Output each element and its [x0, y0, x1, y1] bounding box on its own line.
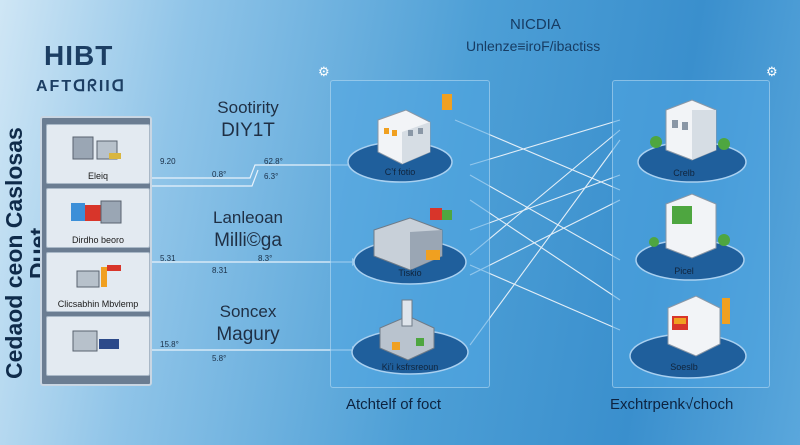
diagram-title: HIBT: [44, 40, 114, 71]
value-label: 15.8°: [160, 340, 179, 349]
group-label: Soncex: [219, 302, 277, 321]
left-column-caption: Atchtelf of foct: [346, 396, 442, 413]
connector-line: [469, 119, 621, 166]
left-panel-item: [46, 316, 150, 376]
left-panel-item: Eleiq: [46, 124, 150, 184]
disc-label: Crelb: [673, 168, 695, 178]
robot-arm-icon: [76, 265, 121, 288]
connector-line: [152, 164, 352, 179]
right-header-title: NICDIA: [510, 16, 561, 33]
disc-label: Kiʼi ksfrsreoun: [381, 362, 439, 372]
value-label: 6.3°: [264, 172, 279, 181]
connector-line: [469, 199, 621, 301]
plant-icon: [379, 299, 435, 361]
group-title: Magury: [216, 324, 280, 345]
left-panel-item: Dirdho beoro: [46, 188, 150, 248]
value-label: 62.8°: [264, 157, 283, 166]
group-title: DIY1T: [221, 120, 275, 141]
left-panel-item-label: Dirdho beoro: [71, 235, 125, 245]
connector-line: [469, 129, 621, 256]
disc-label: Cʼf fotio: [384, 167, 416, 177]
group-title: Milli©ga: [214, 230, 282, 251]
left-column-graphics: [347, 94, 469, 375]
machine-icon: [71, 200, 122, 224]
left-panel-item-label: Eleiq: [87, 171, 108, 181]
building-icon: [377, 94, 452, 165]
diagram-subtitle: AFTᗡᖇIIᗡ: [36, 78, 127, 95]
connector-line: [469, 199, 621, 276]
value-label: 8.3°: [258, 254, 273, 263]
factory-icon: [373, 208, 452, 271]
right-header-subtitle: Unlenze≡iroF/ibactiss: [466, 38, 601, 54]
connector-line: [469, 139, 621, 346]
office-icon: [650, 99, 730, 161]
billboard-icon: [649, 193, 730, 259]
group-label: Sootirity: [217, 98, 279, 117]
right-column-graphics: [629, 99, 747, 379]
settings-icon: ⚙: [766, 64, 778, 79]
value-label: 9.20: [160, 157, 176, 166]
connector-line: [469, 264, 621, 331]
value-label: 8.31: [212, 266, 228, 275]
connector-line: [152, 169, 259, 187]
value-label: 0.8°: [212, 170, 227, 179]
value-label: 5.31: [160, 254, 176, 263]
value-label: 5.8°: [212, 354, 227, 363]
group-label: Lanleoan: [213, 208, 283, 227]
device-icon: [72, 330, 119, 352]
disc-label: Tiskio: [398, 268, 422, 278]
left-panel-item: Clicsabhin Mbvlemp: [46, 252, 150, 312]
workstation-icon: [667, 295, 730, 357]
disc-label: Picel: [674, 266, 694, 276]
server-icon: [72, 136, 121, 160]
left-panel-item-label: Clicsabhin Mbvlemp: [57, 299, 139, 309]
disc-label: Soeslb: [670, 362, 698, 372]
right-column-caption: Exchtrpenk√choch: [610, 396, 734, 413]
settings-icon: ⚙: [318, 64, 330, 79]
connector-line: [469, 174, 621, 261]
connector-line: [469, 174, 621, 231]
left-panel: Eleiq Dirdho beoro Clicsabhin Mbvlemp: [40, 116, 152, 386]
